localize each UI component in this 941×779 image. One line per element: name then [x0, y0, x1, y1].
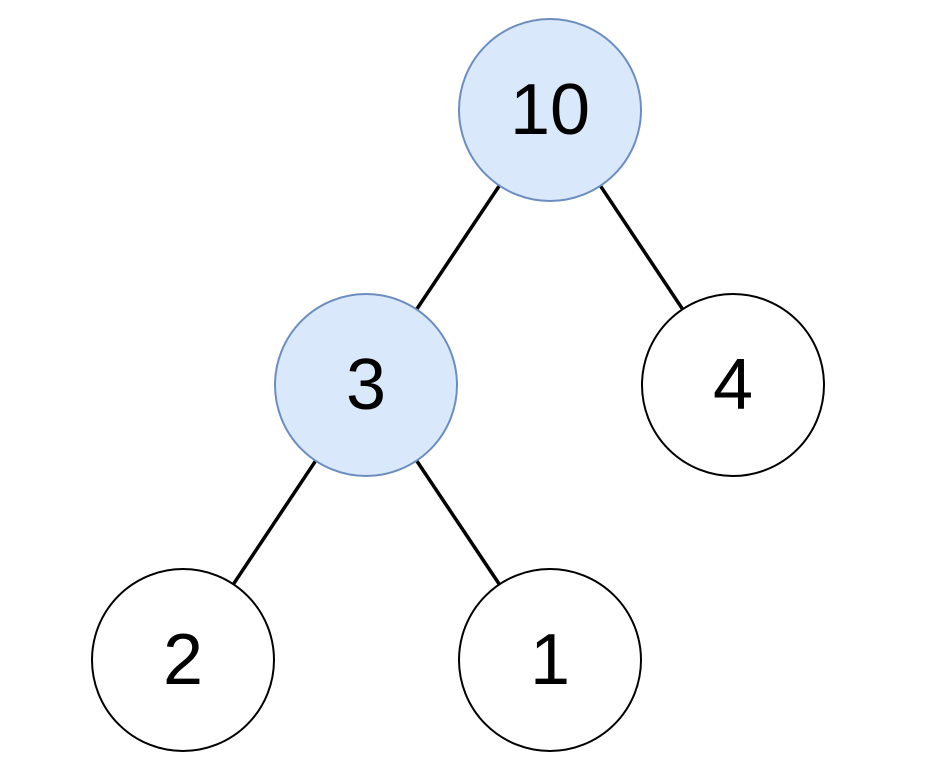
- tree-node-3: 3: [274, 293, 458, 477]
- node-circle: [458, 18, 642, 202]
- node-label: 3: [346, 345, 386, 425]
- node-label: 4: [713, 345, 753, 425]
- edge-n10-n3: [415, 184, 501, 311]
- node-label: 2: [163, 620, 203, 700]
- tree-node-2: 2: [91, 568, 275, 752]
- node-circle: [641, 293, 825, 477]
- node-circle: [91, 568, 275, 752]
- edge-n3-n1: [415, 459, 501, 586]
- tree-node-4: 4: [641, 293, 825, 477]
- edge-n3-n2: [231, 459, 318, 586]
- node-label: 10: [510, 70, 590, 150]
- tree-node-1: 1: [458, 568, 642, 752]
- node-circle: [458, 568, 642, 752]
- tree-node-10: 10: [458, 18, 642, 202]
- nodes-layer: 10 3 4 2 1: [91, 18, 825, 752]
- edge-n10-n4: [598, 184, 685, 311]
- node-label: 1: [530, 620, 570, 700]
- edges-layer: [231, 184, 685, 586]
- node-circle: [274, 293, 458, 477]
